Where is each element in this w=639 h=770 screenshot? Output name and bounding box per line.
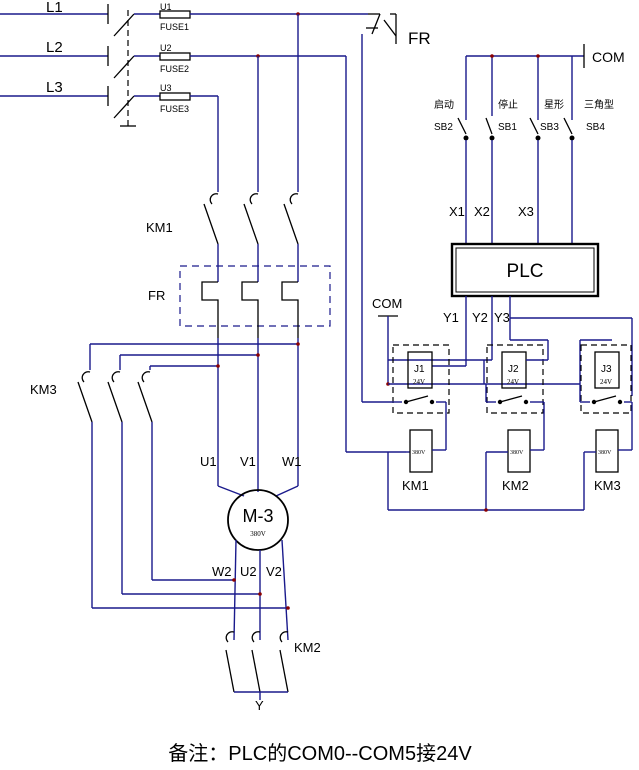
motor — [217, 485, 299, 700]
fuse2-u: U2 — [160, 43, 172, 53]
terminal-w2: W2 — [212, 564, 232, 579]
coil-km1-name: KM1 — [402, 478, 429, 493]
plc-label: PLC — [507, 261, 544, 282]
coil-km2-volt: 380V — [510, 450, 524, 456]
label-l2: L2 — [46, 39, 63, 56]
star-point-label: Y — [255, 698, 264, 713]
label-y2: Y2 — [472, 310, 488, 325]
btn-sb2-id: SB2 — [434, 122, 453, 133]
label-x2: X2 — [474, 204, 490, 219]
terminal-u1: U1 — [200, 454, 217, 469]
relay-j2-volt: 24V — [507, 378, 519, 386]
relay-j1-name: J1 — [414, 364, 425, 375]
btn-sb2-text: 启动 — [434, 98, 454, 111]
motor-name: M-3 — [243, 506, 274, 526]
fr-contact-top — [361, 13, 397, 403]
power-columns — [77, 14, 331, 609]
supply-lines — [0, 4, 406, 453]
label-x3: X3 — [518, 204, 534, 219]
footnote: 备注：PLC的COM0--COM5接24V — [168, 742, 472, 765]
fuse1-name: FUSE1 — [160, 22, 189, 32]
label-l1: L1 — [46, 0, 63, 16]
relay-j3-name: J3 — [601, 364, 612, 375]
label-x1: X1 — [449, 204, 465, 219]
relay-j3-volt: 24V — [600, 378, 612, 386]
fuse3-u: U3 — [160, 83, 172, 93]
coil-km3-name: KM3 — [594, 478, 621, 493]
label-com-left: COM — [372, 296, 402, 311]
label-fr-top: FR — [408, 29, 431, 48]
fuse1-u: U1 — [160, 2, 172, 12]
btn-sb3-id: SB3 — [540, 122, 559, 133]
motor-volt: 380V — [250, 530, 266, 538]
coil-km3-volt: 380V — [598, 450, 612, 456]
label-fr-mid: FR — [148, 288, 165, 303]
terminal-u2: U2 — [240, 564, 257, 579]
btn-sb1-text: 停止 — [498, 98, 518, 111]
fuse3-name: FUSE3 — [160, 104, 189, 114]
label-km2: KM2 — [294, 640, 321, 655]
coil-km2-name: KM2 — [502, 478, 529, 493]
label-y1: Y1 — [443, 310, 459, 325]
terminal-v2: V2 — [266, 564, 282, 579]
label-l3: L3 — [46, 79, 63, 96]
label-y3: Y3 — [494, 310, 510, 325]
coil-km1-volt: 380V — [412, 450, 426, 456]
relay-j1-volt: 24V — [413, 378, 425, 386]
btn-sb1-id: SB1 — [498, 122, 517, 133]
terminal-v1: V1 — [240, 454, 256, 469]
terminal-w1: W1 — [282, 454, 302, 469]
control-buttons — [450, 44, 600, 366]
fuse2-name: FUSE2 — [160, 64, 189, 74]
btn-sb4-id: SB4 — [586, 122, 605, 133]
relays — [378, 315, 633, 512]
label-km1: KM1 — [146, 220, 173, 235]
btn-sb4-text: 三角型 — [584, 98, 614, 111]
btn-sb3-text: 星形 — [544, 99, 564, 111]
label-km3: KM3 — [30, 382, 57, 397]
label-com-top: COM — [592, 49, 625, 65]
relay-j2-name: J2 — [508, 364, 519, 375]
